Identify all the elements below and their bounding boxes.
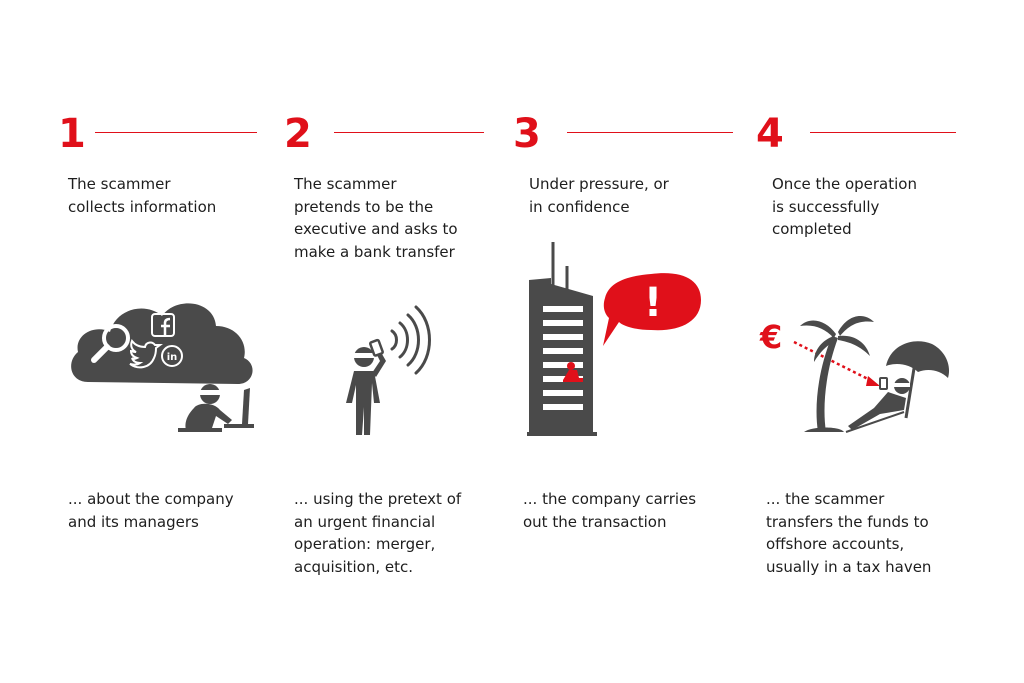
step-description: The scammer pretends to be the executive… <box>294 175 458 261</box>
person-at-desk-icon <box>563 362 583 382</box>
office-tower-illustration: ! <box>527 242 701 436</box>
cloud-icon <box>71 303 253 384</box>
step-divider <box>810 132 956 133</box>
cloud-hacker-illustration: in <box>71 303 254 432</box>
step-3: 3 Under pressure, or in confidence <box>513 0 753 683</box>
signal-waves-icon <box>390 305 431 375</box>
step-description: Under pressure, or in confidence <box>529 175 669 216</box>
phone-call-illustration <box>346 305 431 435</box>
step-outcome: ... about the company and its managers <box>68 490 234 531</box>
step-2: 2 The scammer pretends to be the executi… <box>284 0 524 683</box>
building-icon <box>527 242 597 436</box>
step-divider <box>95 132 257 133</box>
step-divider <box>334 132 484 133</box>
facebook-icon <box>151 313 175 337</box>
step-outcome: ... the scammer transfers the funds to o… <box>766 490 932 576</box>
linkedin-icon: in <box>161 345 183 367</box>
step-outcome: ... using the pretext of an urgent finan… <box>294 490 462 576</box>
step-description: Once the operation is successfully compl… <box>772 175 917 238</box>
phone-icon <box>369 338 384 357</box>
step-number: 1 <box>58 111 86 157</box>
search-icon <box>91 324 130 363</box>
step-number: 4 <box>756 111 784 157</box>
alert-speech-bubble-icon: ! <box>603 273 701 346</box>
hacker-lounging-icon <box>845 377 910 433</box>
hacker-icon <box>346 347 386 435</box>
step-number: 3 <box>513 111 541 157</box>
svg-text:!: ! <box>644 280 662 326</box>
euro-icon: € <box>759 318 782 356</box>
twitter-icon <box>129 338 163 369</box>
step-4: 4 Once the operation is successfully com… <box>756 0 996 683</box>
beach-transfer-illustration: € <box>759 316 950 433</box>
palm-tree-icon <box>800 316 874 432</box>
step-number: 2 <box>284 111 312 157</box>
step-divider <box>567 132 733 133</box>
step-outcome: ... the company carries out the transact… <box>523 490 697 531</box>
step-description: The scammer collects information <box>68 175 217 216</box>
svg-text:in: in <box>167 352 178 363</box>
step-1: 1 The scammer collects information in <box>58 0 298 683</box>
hacker-at-computer-icon <box>178 384 254 432</box>
umbrella-icon <box>886 341 950 419</box>
transfer-arrow-icon <box>793 340 880 386</box>
